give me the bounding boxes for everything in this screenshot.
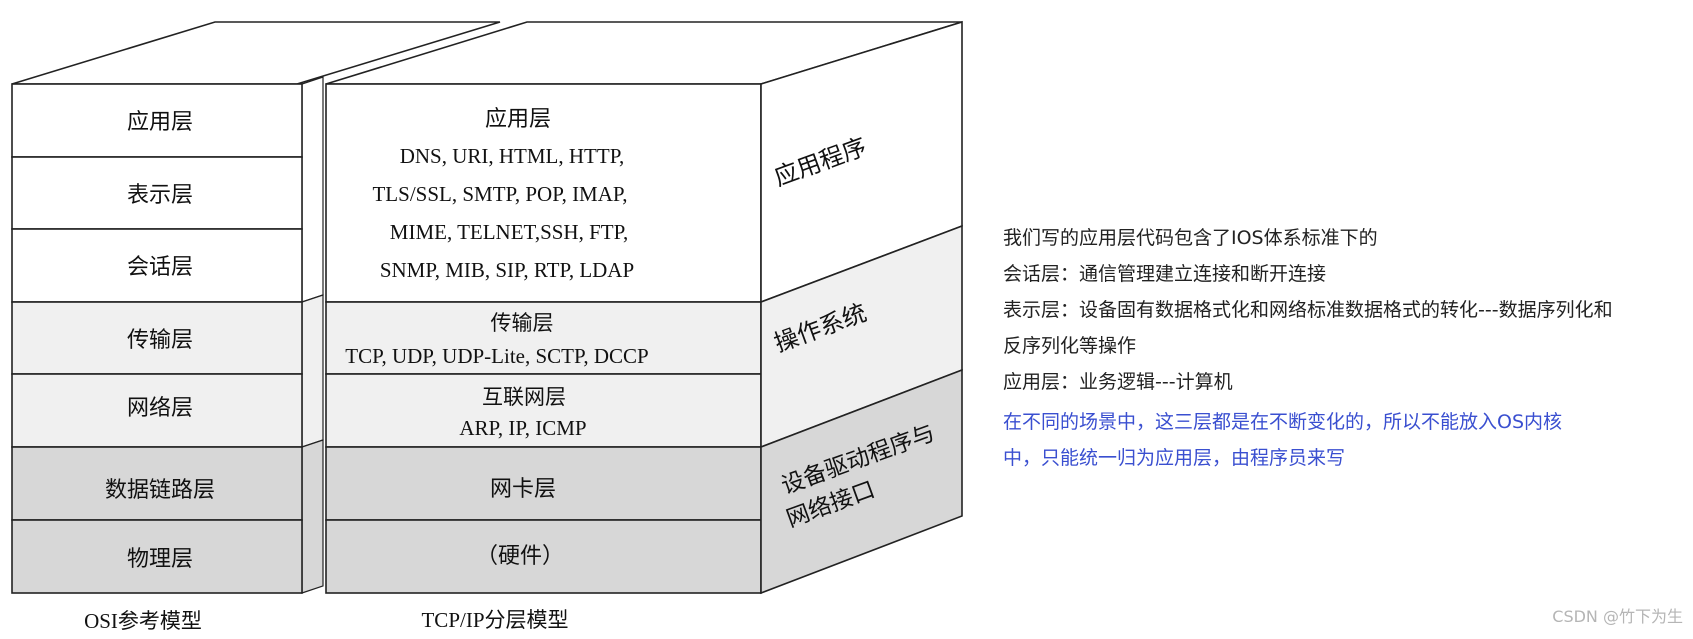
note-line: 应用层：业务逻辑---计算机	[1003, 371, 1233, 393]
osi-layer-label: 物理层	[127, 546, 193, 571]
tcpip-link-title: 网卡层	[490, 476, 556, 501]
tcpip-application-protocols: DNS, URI, HTML, HTTP,	[400, 144, 625, 168]
tcpip-application-protocols: SNMP, MIB, SIP, RTP, LDAP	[380, 258, 634, 282]
osi-layer-network: 网络层	[11, 373, 303, 448]
osi-layer-datalink: 数据链路层	[11, 446, 303, 521]
side-face-driver	[760, 368, 963, 595]
tcpip-caption: TCP/IP分层模型	[421, 608, 568, 632]
osi-layer-presentation: 表示层	[11, 156, 303, 230]
tcpip-transport-protocols: TCP, UDP, UDP-Lite, SCTP, DCCP	[345, 344, 648, 368]
tcpip-layer-transport: 传输层 TCP, UDP, UDP-Lite, SCTP, DCCP	[325, 301, 762, 375]
tcpip-application-protocols: TLS/SSL, SMTP, POP, IMAP,	[372, 182, 627, 206]
osi-layer-label: 传输层	[127, 327, 193, 352]
osi-side-face-middle	[301, 294, 324, 448]
osi-layer-label: 应用层	[127, 109, 193, 134]
note-highlight-line: 在不同的场景中，这三层都是在不断变化的，所以不能放入OS内核	[1003, 411, 1563, 433]
tcpip-transport-title: 传输层	[491, 311, 554, 335]
tcpip-layer-hardware: （硬件）	[325, 519, 762, 594]
osi-layer-session: 会话层	[11, 228, 303, 303]
note-line: 会话层：通信管理建立连接和断开连接	[1003, 263, 1327, 285]
osi-layer-label: 会话层	[127, 254, 193, 279]
osi-layer-label: 表示层	[127, 182, 193, 207]
osi-side-face-lower	[301, 439, 324, 594]
osi-layer-transport: 传输层	[11, 301, 303, 375]
tcpip-internet-protocols: ARP, IP, ICMP	[459, 416, 586, 440]
tcpip-layer-application: 应用层 DNS, URI, HTML, HTTP, TLS/SSL, SMTP,…	[325, 83, 762, 303]
watermark: CSDN @竹下为生	[1552, 607, 1683, 626]
osi-layer-label: 网络层	[127, 395, 193, 420]
tcpip-layer-link: 网卡层	[325, 446, 762, 521]
note-line: 表示层：设备固有数据格式化和网络标准数据格式的转化---数据序列化和	[1003, 299, 1613, 321]
notes-panel: 我们写的应用层代码包含了IOS体系标准下的 会话层：通信管理建立连接和断开连接 …	[1003, 220, 1683, 476]
osi-side-face-upper	[301, 76, 324, 303]
tcpip-application-protocols: MIME, TELNET,SSH, FTP,	[390, 220, 628, 244]
osi-layer-label: 数据链路层	[105, 477, 215, 502]
note-highlight-line: 中，只能统一归为应用层，由程序员来写	[1003, 447, 1346, 469]
osi-layer-application: 应用层	[11, 83, 303, 158]
osi-caption: OSI参考模型	[84, 609, 202, 633]
tcpip-layer-internet: 互联网层 ARP, IP, ICMP	[325, 373, 762, 448]
note-line: 反序列化等操作	[1003, 335, 1137, 357]
tcpip-hardware-title: （硬件）	[476, 543, 564, 568]
note-line: 我们写的应用层代码包含了IOS体系标准下的	[1003, 227, 1378, 249]
tcpip-internet-title: 互联网层	[482, 385, 566, 409]
tcpip-application-title: 应用层	[485, 106, 551, 131]
osi-layer-physical: 物理层	[11, 519, 303, 594]
